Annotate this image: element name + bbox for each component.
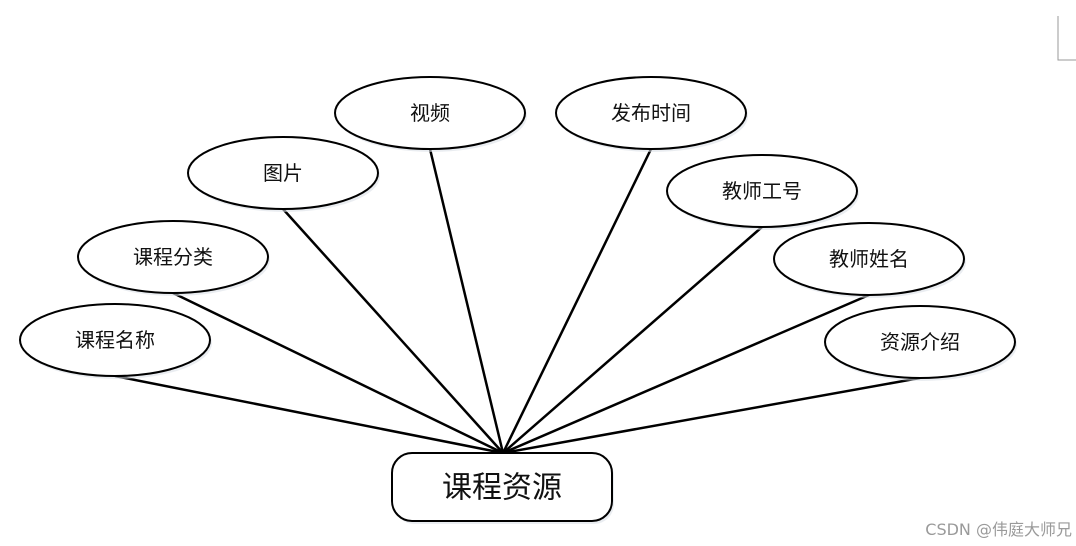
connector-publish-time bbox=[501, 148, 653, 454]
attribute-node-image: 图片 bbox=[187, 136, 380, 212]
attribute-label-course-category: 课程分类 bbox=[133, 245, 213, 269]
attribute-node-resource-intro: 资源介绍 bbox=[824, 305, 1017, 381]
watermark-text: CSDN @伟庭大师兄 bbox=[925, 520, 1072, 539]
connector-teacher-name bbox=[502, 293, 870, 455]
attribute-label-teacher-name: 教师姓名 bbox=[829, 247, 909, 271]
connector-course-name bbox=[114, 374, 504, 455]
connector-course-category bbox=[172, 291, 504, 455]
entity-label: 课程资源 bbox=[442, 471, 562, 506]
attribute-label-teacher-id: 教师工号 bbox=[722, 179, 802, 203]
page-corner-mark bbox=[1057, 16, 1076, 61]
entity-node: 课程资源 bbox=[391, 452, 614, 524]
attribute-label-video: 视频 bbox=[410, 101, 450, 125]
connector-teacher-id bbox=[502, 226, 763, 454]
attribute-node-teacher-id: 教师工号 bbox=[666, 154, 859, 230]
attribute-label-course-name: 课程名称 bbox=[75, 328, 155, 352]
connector-resource-intro bbox=[502, 376, 921, 455]
attribute-label-image: 图片 bbox=[263, 161, 303, 185]
attribute-node-publish-time: 发布时间 bbox=[555, 76, 748, 152]
attribute-node-course-name: 课程名称 bbox=[19, 303, 212, 379]
attribute-node-video: 视频 bbox=[334, 76, 527, 152]
connectors bbox=[114, 148, 921, 455]
attribute-node-teacher-name: 教师姓名 bbox=[773, 222, 966, 298]
attribute-label-resource-intro: 资源介绍 bbox=[880, 330, 960, 354]
connector-video bbox=[428, 148, 505, 454]
attribute-node-course-category: 课程分类 bbox=[77, 220, 270, 296]
attribute-label-publish-time: 发布时间 bbox=[611, 101, 691, 125]
connector-image bbox=[282, 208, 504, 454]
